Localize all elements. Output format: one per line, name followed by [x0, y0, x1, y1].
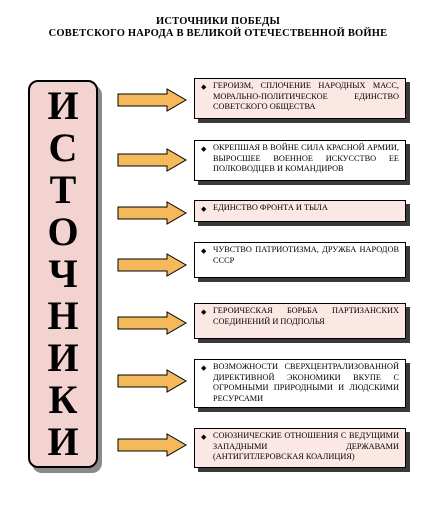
arrow-right-icon	[117, 253, 187, 277]
sources-letter: И	[47, 419, 79, 464]
bullet-icon: ◆	[201, 145, 207, 153]
sources-letter: И	[47, 83, 79, 128]
bullet-icon: ◆	[201, 83, 207, 91]
diagram-title-line-1: ИСТОЧНИКИ ПОБЕДЫ	[156, 16, 280, 27]
bullet-icon: ◆	[201, 308, 207, 316]
arrow-right-icon	[117, 433, 187, 457]
factor-box: ◆ СОЮЗНИЧЕСКИЕ ОТНОШЕНИЯ С ВЕДУЩИМИ ЗАПА…	[194, 428, 406, 468]
diagram-title-line-2: СОВЕТСКОГО НАРОДА В ВЕЛИКОЙ ОТЕЧЕСТВЕННО…	[48, 28, 388, 39]
arrow-right-icon	[117, 369, 187, 393]
factor-text: ГЕРОИЗМ, СПЛОЧЕНИЕ НАРОДНЫХ МАСС, МОРАЛЬ…	[213, 81, 399, 111]
sources-letter: Т	[49, 167, 77, 212]
bullet-icon: ◆	[201, 364, 207, 372]
arrow-right-icon	[117, 88, 187, 112]
bullet-icon: ◆	[201, 205, 207, 213]
factor-text: ВОЗМОЖНОСТИ СВЕРХЦЕНТРАЛИЗОВАННОЙ ДИРЕКТ…	[213, 362, 399, 403]
bullet-icon: ◆	[201, 433, 207, 441]
sources-letter: К	[48, 377, 78, 422]
factor-text: ЕДИНСТВО ФРОНТА И ТЫЛА	[213, 203, 328, 212]
factor-text: СОЮЗНИЧЕСКИЕ ОТНОШЕНИЯ С ВЕДУЩИМИ ЗАПАДН…	[213, 431, 399, 461]
sources-letter: И	[47, 335, 79, 380]
factor-box: ◆ ВОЗМОЖНОСТИ СВЕРХЦЕНТРАЛИЗОВАННОЙ ДИРЕ…	[194, 359, 406, 408]
arrow-right-icon	[117, 311, 187, 335]
sources-letter: С	[48, 125, 78, 170]
factor-box: ◆ ЧУВСТВО ПАТРИОТИЗМА, ДРУЖБА НАРОДОВ СС…	[194, 242, 406, 278]
sources-letter: Ч	[48, 251, 78, 296]
sources-letter: О	[47, 209, 79, 254]
factor-box: ◆ ЕДИНСТВО ФРОНТА И ТЫЛА	[194, 200, 406, 222]
factor-box: ◆ ГЕРОИЗМ, СПЛОЧЕНИЕ НАРОДНЫХ МАСС, МОРА…	[194, 78, 406, 119]
bullet-icon: ◆	[201, 247, 207, 255]
arrow-right-icon	[117, 148, 187, 172]
factor-text: ЧУВСТВО ПАТРИОТИЗМА, ДРУЖБА НАРОДОВ СССР	[213, 245, 399, 265]
factor-box: ◆ ГЕРОИЧЕСКАЯ БОРЬБА ПАРТИЗАНСКИХ СОЕДИН…	[194, 303, 406, 339]
sources-letter: Н	[47, 293, 79, 338]
factor-box: ◆ ОКРЕПШАЯ В ВОЙНЕ СИЛА КРАСНОЙ АРМИИ, В…	[194, 140, 406, 181]
factor-text: ГЕРОИЧЕСКАЯ БОРЬБА ПАРТИЗАНСКИХ СОЕДИНЕН…	[213, 306, 399, 326]
arrow-right-icon	[117, 201, 187, 225]
sources-column: И С Т О Ч Н И К И	[28, 80, 98, 468]
factor-text: ОКРЕПШАЯ В ВОЙНЕ СИЛА КРАСНОЙ АРМИИ, ВЫР…	[213, 143, 399, 173]
